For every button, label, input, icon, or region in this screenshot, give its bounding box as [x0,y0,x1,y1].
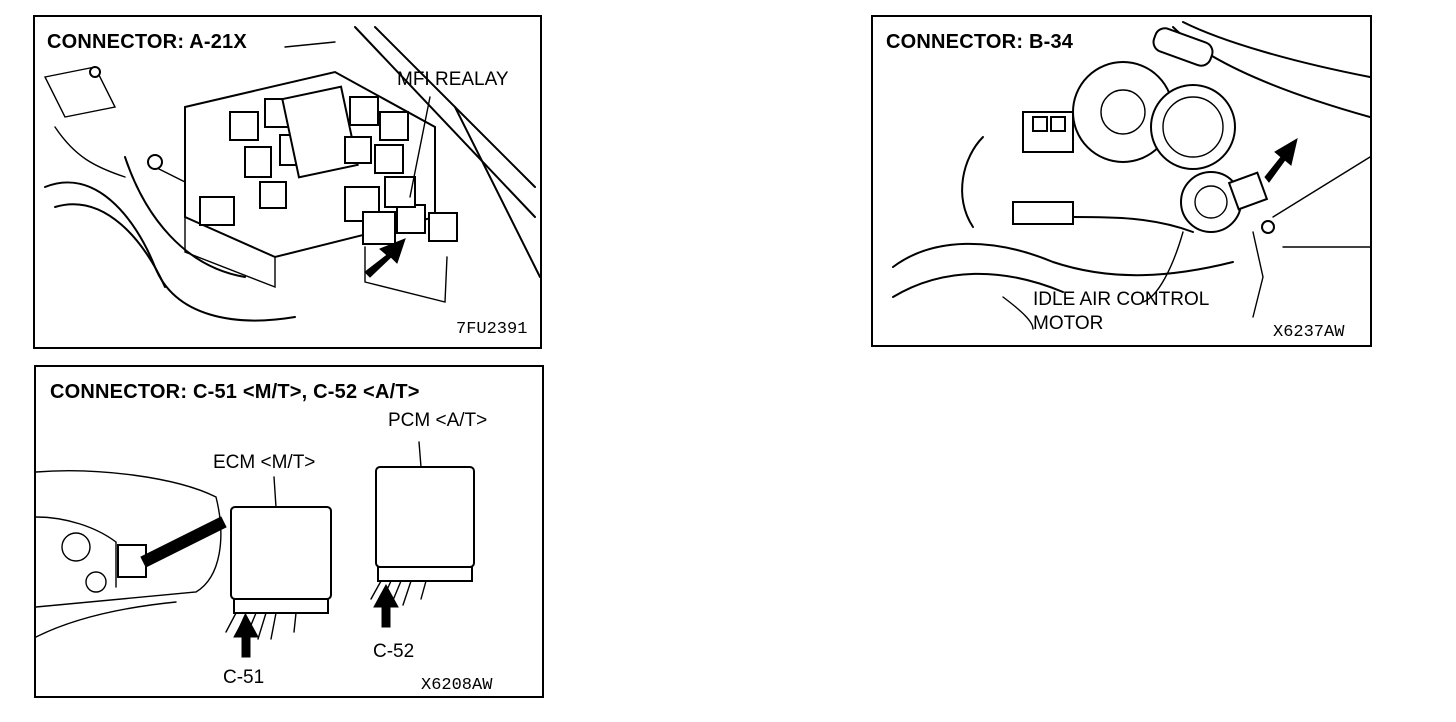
iac-label-line1: IDLE AIR CONTROL [1033,289,1210,310]
iac-label-line2: MOTOR [1033,313,1104,334]
panel-title: CONNECTOR: A-21X [47,31,247,53]
panel-title: CONNECTOR: C-51 <M/T>, C-52 <A/T> [50,381,420,403]
idle-air-control-illustration [892,21,1370,330]
c51-label: C-51 [223,667,265,688]
c52-label: C-52 [373,641,415,662]
figure-code: X6208AW [421,676,493,695]
figure-code: X6237AW [1273,323,1345,342]
relay-box-illustration [43,26,540,322]
connector-a21x-panel: CONNECTOR: A-21X MFI REALAY 7FU2391 [33,15,542,349]
panel-title: CONNECTOR: B-34 [886,31,1074,53]
connector-c51-c52-panel: CONNECTOR: C-51 <M/T>, C-52 <A/T> PCM <A… [34,365,544,698]
figure-code: 7FU2391 [456,320,528,339]
connector-b34-panel: CONNECTOR: B-34 IDLE AIR CONTROL MOTOR X… [871,15,1372,347]
ecm-label: ECM <M/T> [213,452,316,473]
mfi-relay-label: MFI REALAY [397,69,509,90]
pcm-label: PCM <A/T> [388,410,488,431]
ecm-pcm-illustration [36,441,475,658]
